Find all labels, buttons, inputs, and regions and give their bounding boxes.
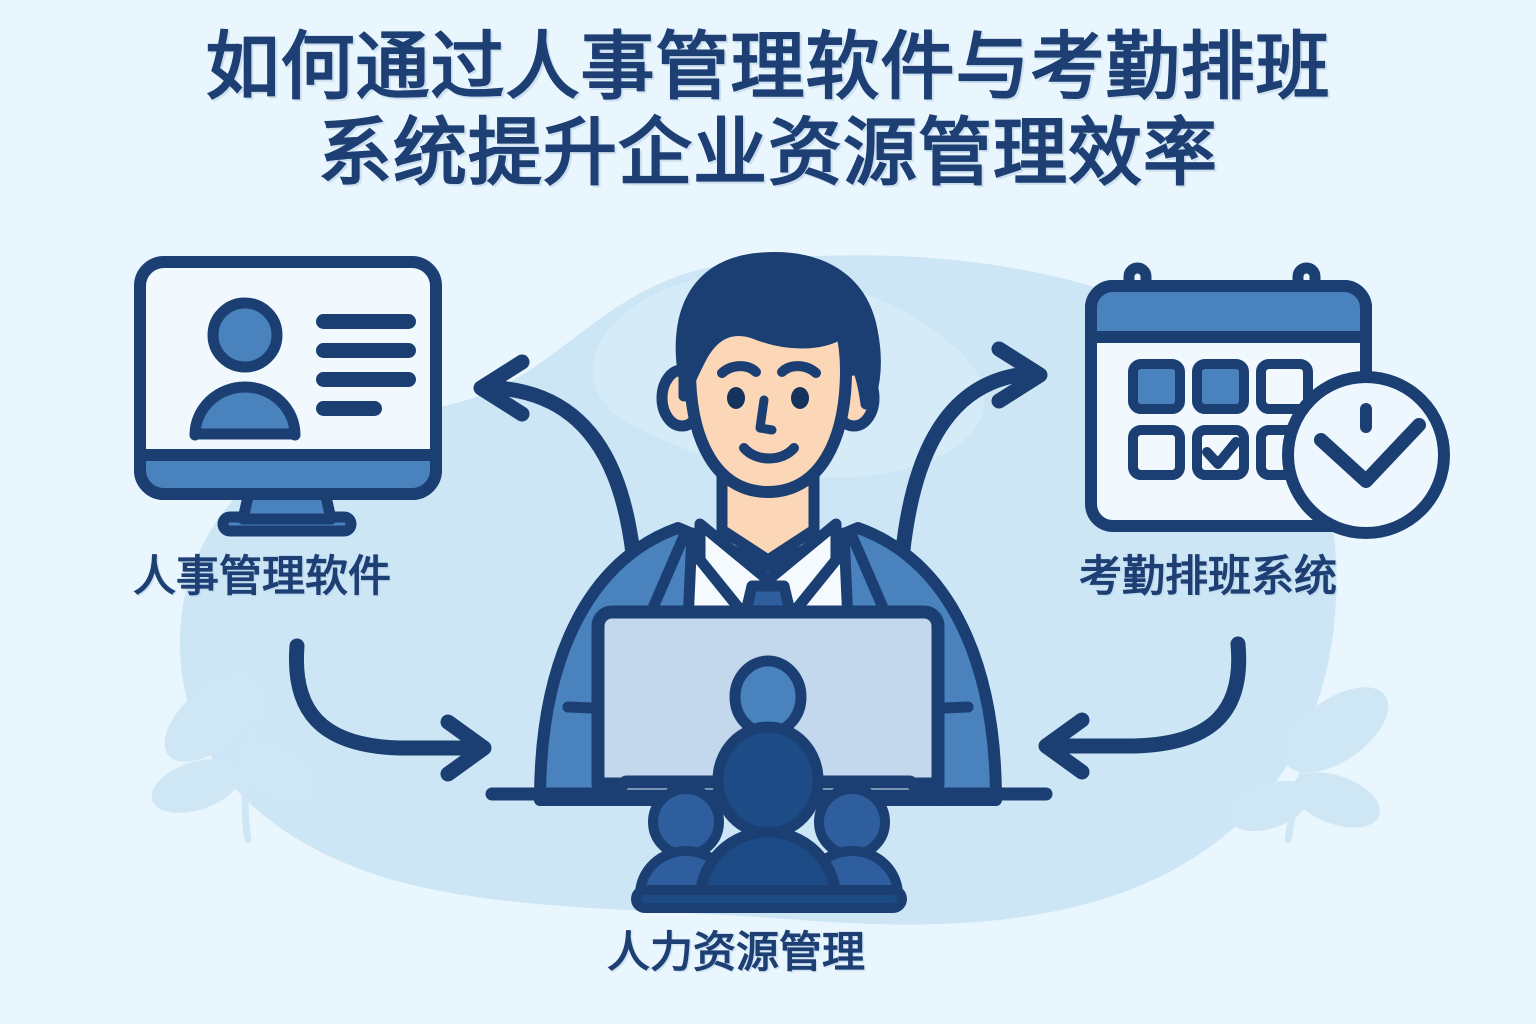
clock-hour-mark xyxy=(1360,403,1372,433)
arrowhead-right xyxy=(440,714,492,782)
eyebrow-left xyxy=(717,361,761,378)
title-line-1: 如何通过人事管理软件与考勤排班 xyxy=(205,25,1331,108)
calendar-check-icon xyxy=(1202,437,1241,469)
businessman-laptop-illustration[interactable] xyxy=(485,252,1053,913)
team-body-center xyxy=(694,826,842,906)
title-line-2: 系统提升企业资源管理效率 xyxy=(318,111,1218,194)
label-attendance-scheduling[interactable]: 考勤排班系统 xyxy=(1079,553,1337,601)
label-human-resources[interactable]: 人力资源管理 xyxy=(607,929,865,977)
profile-text-lines xyxy=(316,314,416,416)
monitor-bezel xyxy=(134,449,442,500)
label-hr-software[interactable]: 人事管理软件 xyxy=(133,553,391,601)
monitor-profile-icon[interactable] xyxy=(134,256,442,537)
eye-right xyxy=(791,387,809,409)
clock-check-icon xyxy=(1282,371,1450,539)
calendar-clock-icon[interactable] xyxy=(1085,262,1450,539)
arrowhead-left xyxy=(1038,712,1090,780)
hair xyxy=(675,252,881,410)
clock-hands xyxy=(1314,418,1426,488)
calendar-cell-filled-2 xyxy=(1192,359,1249,414)
calendar-cell-empty-2 xyxy=(1128,425,1185,480)
arrowhead-right xyxy=(991,341,1048,409)
team-head-right xyxy=(814,784,890,860)
team-base-bar xyxy=(631,885,907,913)
leaf-sprig-left xyxy=(151,674,315,844)
calendar-cell-empty-1 xyxy=(1256,359,1313,414)
eyebrow-right xyxy=(777,361,821,378)
leaf-sprig-right xyxy=(1229,687,1389,844)
arrowhead-left xyxy=(473,354,530,422)
team-group-icon xyxy=(631,721,907,913)
nose xyxy=(755,395,777,435)
profile-avatar-icon xyxy=(189,297,301,441)
arrow-attendance-to-center xyxy=(1038,636,1247,780)
arrow-hr-software-to-center xyxy=(288,638,492,782)
team-head-left xyxy=(648,784,724,860)
mouth xyxy=(739,443,799,464)
page-title: 如何通过人事管理软件与考勤排班 系统提升企业资源管理效率 xyxy=(0,24,1536,196)
calendar-header xyxy=(1085,280,1372,343)
calendar-cell-filled-1 xyxy=(1128,359,1185,414)
team-head-center xyxy=(712,721,824,839)
eye-left xyxy=(727,387,745,409)
